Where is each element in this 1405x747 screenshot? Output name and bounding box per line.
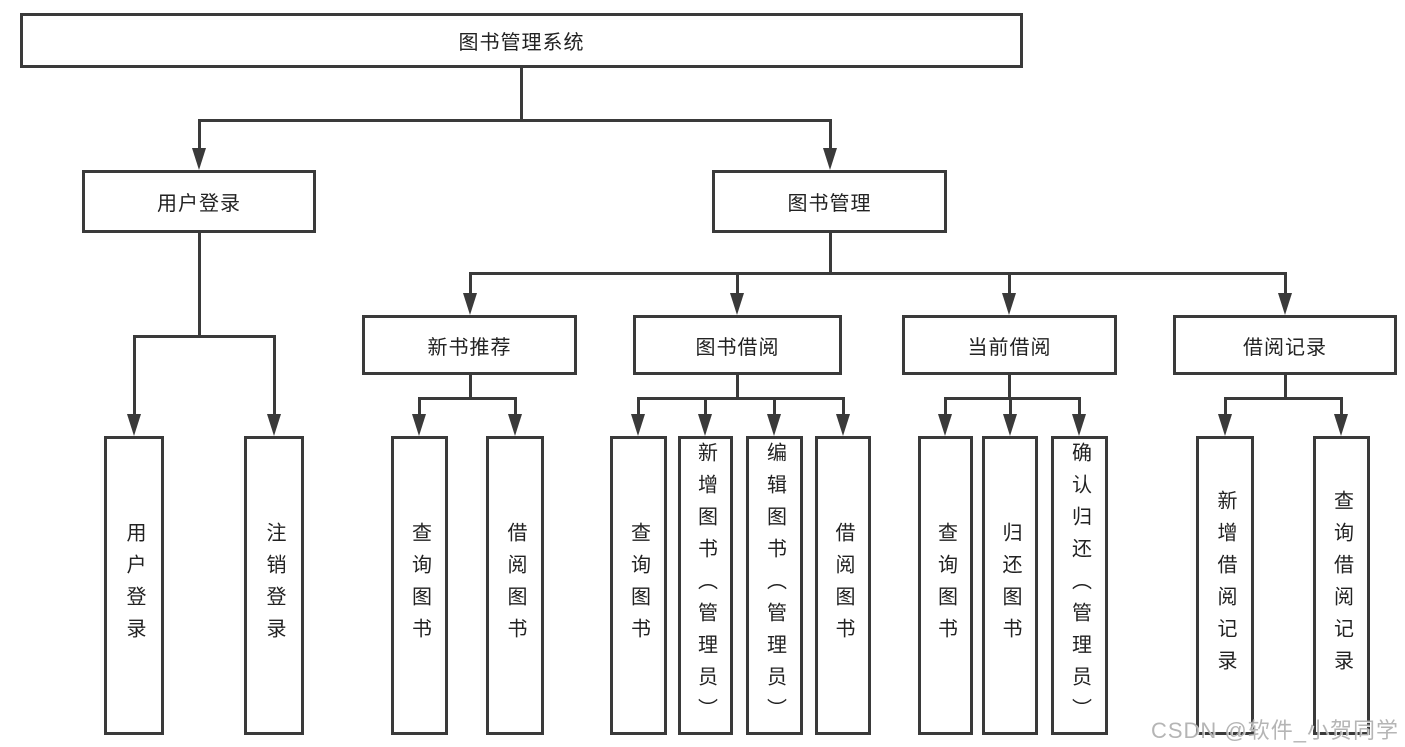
connector-line: [1284, 272, 1287, 294]
leaf-query-books-2: 查询图书: [610, 436, 667, 735]
leaf-query-books-3: 查询图书: [918, 436, 973, 735]
connector-line: [133, 335, 136, 415]
connector-line: [133, 335, 276, 338]
leaf-confirm-return-admin: 确认归还（管理员）: [1051, 436, 1108, 735]
leaf-label: 借阅图书: [832, 521, 854, 650]
connector-line: [637, 397, 845, 400]
leaf-user-login: 用户登录: [104, 436, 164, 735]
leaf-label: 查询借阅记录: [1330, 489, 1353, 682]
node-current-borrowing: 当前借阅: [902, 315, 1117, 375]
leaf-label: 查询图书: [408, 521, 431, 650]
connector-line: [418, 397, 517, 400]
connector-line: [273, 335, 276, 415]
leaf-label: 编辑图书（管理员）: [763, 441, 786, 730]
node-book-borrowing: 图书借阅: [633, 315, 842, 375]
node-user-login: 用户登录: [82, 170, 316, 233]
connector-line: [736, 272, 739, 294]
arrowhead-down-icon: [267, 414, 281, 436]
connector-line: [520, 68, 523, 119]
leaf-label: 查询图书: [627, 521, 650, 650]
arrowhead-down-icon: [412, 414, 426, 436]
connector-line: [1078, 397, 1081, 415]
arrowhead-down-icon: [631, 414, 645, 436]
node-label: 新书推荐: [427, 336, 512, 359]
node-new-book-recommend: 新书推荐: [362, 315, 577, 375]
node-label: 图书借阅: [695, 336, 780, 359]
leaf-borrow-books-2: 借阅图书: [815, 436, 871, 735]
connector-line: [514, 397, 517, 415]
arrowhead-down-icon: [1218, 414, 1232, 436]
leaf-label: 注销登录: [263, 521, 285, 650]
leaf-add-book-admin: 新增图书（管理员）: [678, 436, 733, 735]
arrowhead-down-icon: [1003, 414, 1017, 436]
arrowhead-down-icon: [508, 414, 522, 436]
node-label: 当前借阅: [967, 336, 1052, 359]
connector-line: [1224, 397, 1227, 415]
connector-line: [829, 233, 832, 274]
leaf-label: 借阅图书: [504, 521, 526, 650]
connector-line: [198, 233, 201, 337]
connector-line: [944, 397, 1081, 400]
node-library-management-system: 图书管理系统: [20, 13, 1023, 68]
arrowhead-down-icon: [1278, 293, 1292, 315]
leaf-query-books-1: 查询图书: [391, 436, 448, 735]
leaf-borrow-books-1: 借阅图书: [486, 436, 544, 735]
arrowhead-down-icon: [698, 414, 712, 436]
connector-line: [842, 397, 845, 415]
connector-line: [944, 397, 947, 415]
leaf-query-borrow-record: 查询借阅记录: [1313, 436, 1370, 735]
connector-line: [469, 375, 472, 399]
leaf-label: 归还图书: [999, 521, 1021, 650]
connector-line: [469, 272, 472, 294]
node-label: 借阅记录: [1243, 336, 1327, 359]
connector-line: [1224, 397, 1343, 400]
connector-line: [198, 119, 201, 150]
leaf-label: 用户登录: [123, 521, 145, 650]
connector-line: [198, 119, 832, 122]
leaf-label: 新增图书（管理员）: [694, 441, 717, 730]
arrowhead-down-icon: [192, 148, 206, 170]
node-label: 用户登录: [157, 193, 241, 215]
arrowhead-down-icon: [938, 414, 952, 436]
connector-line: [1009, 397, 1012, 415]
csdn-watermark: CSDN @软件_小贺同学: [1150, 718, 1399, 743]
connector-line: [637, 397, 640, 415]
arrowhead-down-icon: [1072, 414, 1086, 436]
node-book-management: 图书管理: [712, 170, 947, 233]
arrowhead-down-icon: [127, 414, 141, 436]
arrowhead-down-icon: [463, 293, 477, 315]
leaf-return-book: 归还图书: [982, 436, 1038, 735]
node-label: 图书管理: [787, 193, 872, 215]
leaf-label: 确认归还（管理员）: [1068, 441, 1091, 730]
connector-line: [736, 375, 739, 399]
connector-line: [1008, 375, 1011, 399]
leaf-logout: 注销登录: [244, 436, 304, 735]
node-borrowing-records: 借阅记录: [1173, 315, 1397, 375]
connector-line: [1008, 272, 1011, 294]
connector-line: [418, 397, 421, 415]
connector-line: [1284, 375, 1287, 399]
arrowhead-down-icon: [767, 414, 781, 436]
arrowhead-down-icon: [836, 414, 850, 436]
connector-line: [1340, 397, 1343, 415]
connector-line: [704, 397, 707, 415]
node-label: 图书管理系统: [458, 32, 585, 54]
leaf-edit-book-admin: 编辑图书（管理员）: [746, 436, 803, 735]
connector-line: [773, 397, 776, 415]
arrowhead-down-icon: [1002, 293, 1016, 315]
arrowhead-down-icon: [730, 293, 744, 315]
arrowhead-down-icon: [823, 148, 837, 170]
arrowhead-down-icon: [1334, 414, 1348, 436]
leaf-label: 新增借阅记录: [1214, 489, 1236, 682]
leaf-add-borrow-record: 新增借阅记录: [1196, 436, 1254, 735]
leaf-label: 查询图书: [934, 521, 957, 650]
connector-line: [469, 272, 1287, 275]
connector-line: [829, 119, 832, 150]
